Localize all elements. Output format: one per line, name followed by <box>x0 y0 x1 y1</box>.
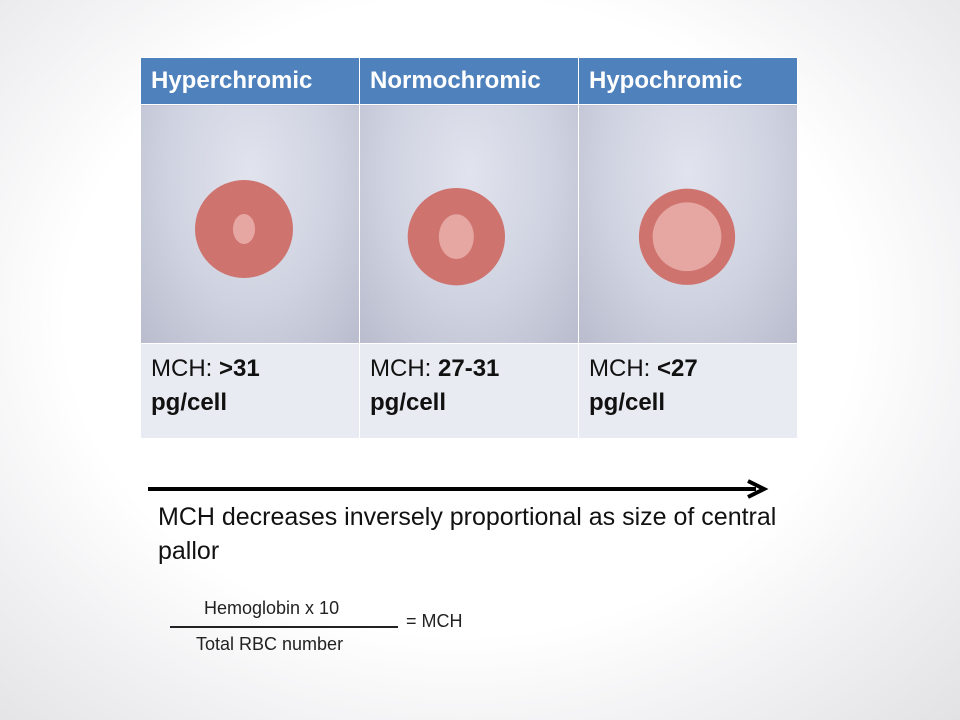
formula-result: = MCH <box>406 611 463 631</box>
mch-unit: pg/cell <box>151 389 228 416</box>
mch-label: MCH: <box>151 355 219 382</box>
normochromic-cell-illustration <box>407 187 506 286</box>
direction-arrow <box>148 479 769 499</box>
mch-value: <27 <box>657 355 698 382</box>
rbc-classification-table: Hyperchromic Normochromic Hypochromic <box>140 57 798 439</box>
value-row: MCH: >31 pg/cell MCH: 27-31 pg/cell MCH:… <box>140 343 798 439</box>
mch-value: >31 <box>219 355 260 382</box>
header-row: Hyperchromic Normochromic Hypochromic <box>140 57 798 105</box>
header-hyperchromic: Hyperchromic <box>140 57 360 105</box>
hypochromic-mch-cell: MCH: <27 pg/cell <box>578 343 798 439</box>
mch-unit: pg/cell <box>589 389 666 416</box>
hyperchromic-mch-cell: MCH: >31 pg/cell <box>140 343 360 439</box>
arrow-head-icon <box>747 479 769 499</box>
header-hypochromic: Hypochromic <box>578 57 798 105</box>
normochromic-image-cell <box>359 104 579 344</box>
hyperchromic-cell-illustration <box>195 180 293 278</box>
normochromic-mch-cell: MCH: 27-31 pg/cell <box>359 343 579 439</box>
normochromic-central-pallor <box>438 214 474 260</box>
mch-formula: Hemoglobin x 10 Total RBC number = MCH <box>168 596 488 666</box>
mch-value: 27-31 <box>438 355 500 382</box>
hyperchromic-image-cell <box>140 104 360 344</box>
hypochromic-cell-illustration <box>638 188 736 285</box>
mch-label: MCH: <box>589 355 657 382</box>
pallor-statement: MCH decreases inversely proportional as … <box>158 503 777 565</box>
mch-unit: pg/cell <box>370 389 447 416</box>
formula-denominator: Total RBC number <box>196 634 344 654</box>
hypochromic-image-cell <box>578 104 798 344</box>
image-row <box>140 104 798 344</box>
hyperchromic-central-pallor <box>233 214 255 244</box>
formula-numerator: Hemoglobin x 10 <box>204 598 340 618</box>
fraction-line <box>170 626 398 628</box>
hypochromic-central-pallor <box>652 202 722 272</box>
header-normochromic: Normochromic <box>359 57 579 105</box>
mch-label: MCH: <box>370 355 438 382</box>
